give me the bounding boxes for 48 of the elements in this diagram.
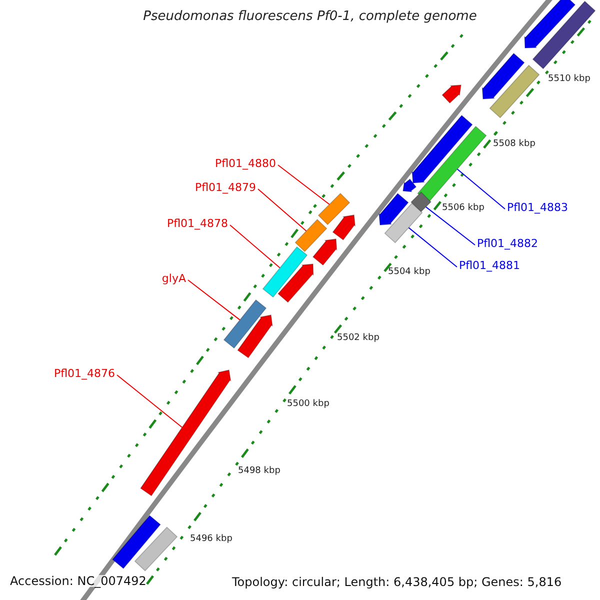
scale-label: 5502 kbp (337, 334, 380, 343)
gene-feature (412, 114, 473, 184)
gene-feature (237, 314, 273, 358)
gene-feature (294, 218, 328, 252)
summary-text: Topology: circular; Length: 6,438,405 bp; Genes: 5,816 (232, 576, 562, 588)
leader-line (188, 280, 240, 320)
leader-line (258, 188, 307, 232)
gene-feature (417, 126, 487, 204)
gene-label: glyA (162, 273, 186, 284)
scale-label: 5496 kbp (190, 535, 232, 544)
leader-line (116, 374, 183, 428)
scale-label: 5504 kbp (388, 268, 430, 277)
scale-label: 5510 kbp (548, 75, 590, 84)
gene-feature (278, 264, 314, 303)
gene-feature (112, 514, 161, 570)
gene-label: Pfl01_4879 (194, 182, 256, 193)
gene-feature (442, 84, 462, 104)
gene-feature (140, 370, 232, 496)
gene-feature (134, 526, 178, 572)
scale-label: 5506 kbp (442, 204, 484, 213)
gene-label: Pfl01_4883 (507, 202, 568, 213)
gene-feature (410, 192, 432, 212)
gene-label: Pfl01_4878 (166, 218, 228, 229)
leader-line (425, 206, 476, 246)
scale-label: 5500 kbp (287, 400, 330, 409)
gene-label: Pfl01_4876 (54, 368, 115, 379)
leader-line (408, 227, 458, 268)
gene-feature (524, 0, 576, 48)
gene-feature (312, 238, 338, 266)
gene-feature (402, 178, 417, 192)
gene-feature (384, 202, 423, 244)
accession-text: Accession: NC_007492 (10, 575, 146, 587)
leader-line (230, 224, 280, 268)
leader-line (278, 164, 330, 205)
gene-label: Pfl01_4880 (214, 158, 276, 169)
gene-feature (318, 192, 350, 226)
gene-feature (482, 52, 525, 100)
leader-line (456, 168, 506, 210)
gene-label: Pfl01_4882 (477, 238, 538, 249)
gene-feature (378, 192, 409, 226)
scale-label: 5508 kbp (493, 140, 536, 149)
gene-feature (262, 246, 308, 298)
gene-feature (332, 214, 356, 240)
gene-feature (223, 299, 267, 349)
gene-label: Pfl01_4881 (459, 260, 520, 271)
gene-feature (489, 64, 540, 118)
gene-feature (532, 0, 596, 70)
title: Pseudomonas fluorescens Pf0-1, complete genome (143, 9, 477, 24)
